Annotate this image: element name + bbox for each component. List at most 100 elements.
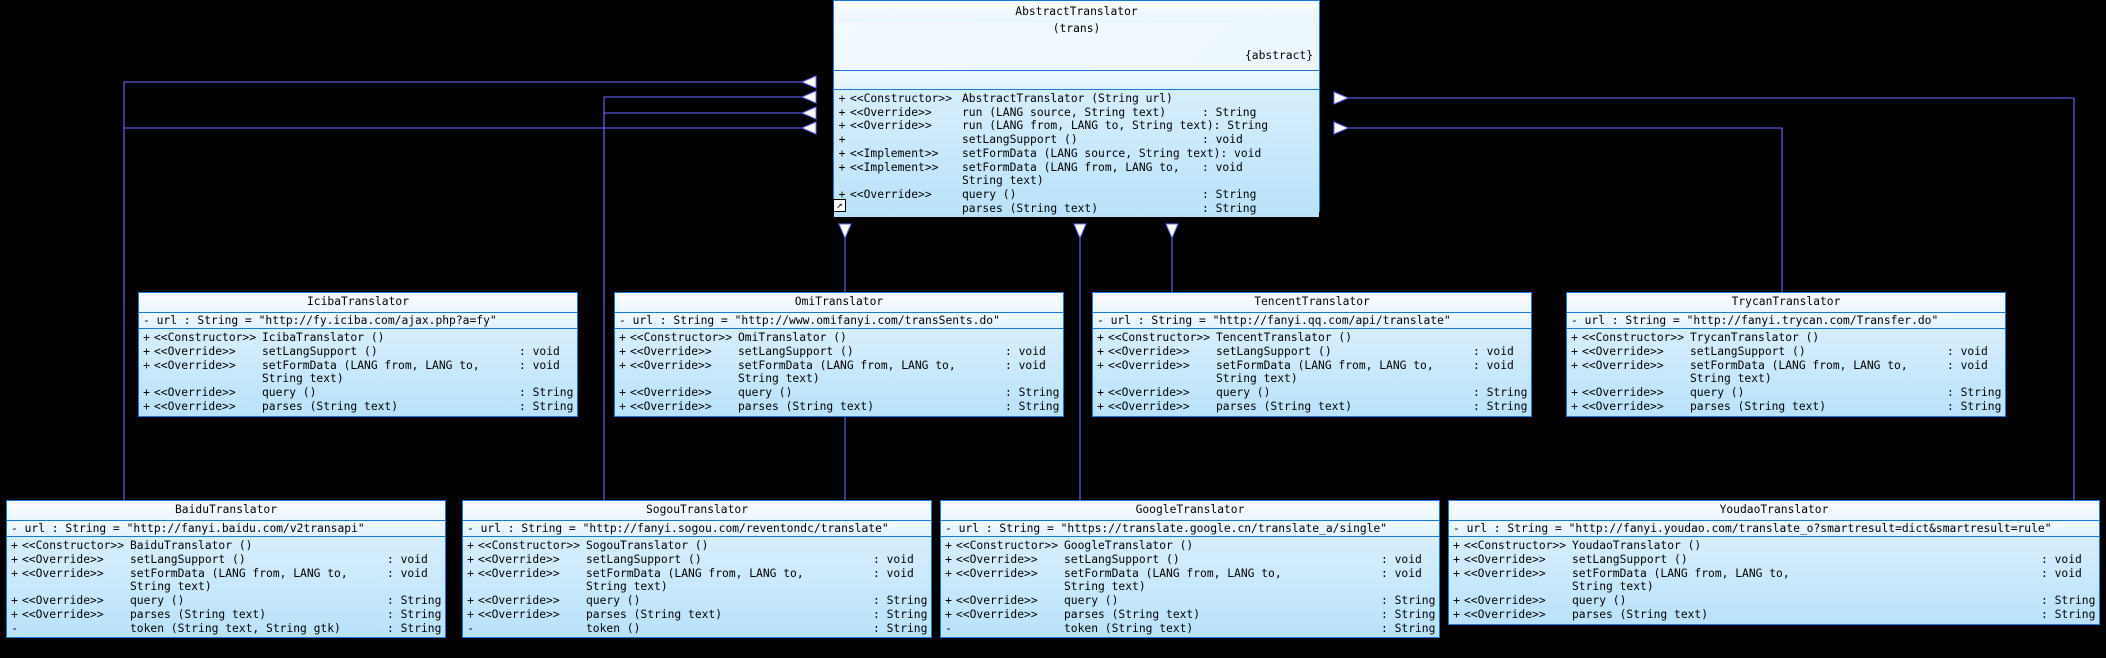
operation-row: +<<Override>>setFormData (LANG from, LAN… — [1093, 359, 1531, 373]
stereotype-label: <<Override>> — [630, 399, 712, 413]
return-type: : String — [387, 594, 442, 608]
return-type: : String — [387, 621, 442, 635]
operation-signature: setFormData (LANG from, LANG to, — [586, 566, 804, 580]
operation-signature: query () — [262, 386, 317, 400]
operations-compartment-youdao: +<<Constructor>>YoudaoTranslator ()+<<Ov… — [1449, 537, 2099, 624]
return-type: : String — [873, 594, 928, 608]
class-box-tencent-translator[interactable]: TencentTranslator - url : String = "http… — [1092, 292, 1532, 417]
class-box-iciba-translator[interactable]: IcibaTranslator - url : String = "http:/… — [138, 292, 578, 417]
operation-signature: String text) — [1572, 580, 1654, 594]
attribute-url-omi: - url : String = "http://www.omifanyi.co… — [619, 313, 1000, 327]
visibility-marker: + — [838, 187, 846, 201]
operation-signature: parses (String text) — [586, 607, 723, 621]
visibility-marker: + — [945, 566, 952, 580]
return-type: : String — [519, 386, 574, 400]
return-type: : void — [1381, 566, 1422, 580]
stereotype-label: <<Override>> — [1464, 566, 1546, 580]
stereotype-label: <<Constructor>> — [1108, 331, 1211, 345]
operation-signature: AbstractTranslator (String url) — [962, 92, 1173, 106]
operation-signature: setLangSupport () — [586, 553, 702, 567]
visibility-marker: + — [143, 386, 150, 400]
operation-row: String text) — [1093, 372, 1531, 386]
operations-compartment-tencent: +<<Constructor>>TencentTranslator ()+<<O… — [1093, 329, 1531, 416]
visibility-marker: + — [619, 331, 626, 345]
visibility-marker: + — [1571, 331, 1578, 345]
return-type: : void — [1005, 345, 1046, 359]
stereotype-label: <<Override>> — [1108, 345, 1190, 359]
visibility-marker: + — [143, 358, 150, 372]
divider — [1449, 536, 2099, 538]
class-box-youdao-translator[interactable]: YoudaoTranslator - url : String = "http:… — [1448, 500, 2100, 625]
attribute-url-trycan: - url : String = "http://fanyi.trycan.co… — [1571, 313, 1939, 327]
operation-signature: setLangSupport () — [262, 345, 378, 359]
stereotype-label: <<Implement>> — [850, 160, 939, 174]
operation-row: String text) — [7, 580, 445, 594]
operation-row: +<<Constructor>>BaiduTranslator () — [7, 539, 445, 553]
edge-omi-to-abstract — [603, 97, 816, 306]
visibility-marker: + — [838, 105, 846, 119]
divider — [941, 536, 1439, 538]
operation-row: +<<Override>>parses (String text): Strin… — [463, 608, 931, 622]
divider — [1093, 311, 1531, 313]
return-type: : String — [1381, 607, 1436, 621]
stereotype-label: <<Override>> — [850, 105, 932, 119]
operation-signature: IcibaTranslator () — [262, 331, 385, 345]
operation-row: +setLangSupport (): void — [834, 133, 1319, 147]
stereotype-label: <<Override>> — [630, 386, 712, 400]
return-type: : void — [387, 553, 428, 567]
return-type: : void — [1947, 345, 1988, 359]
operation-signature: setLangSupport () — [1216, 345, 1332, 359]
class-name-youdao-translator: YoudaoTranslator — [1449, 501, 2099, 520]
return-type: : String — [519, 399, 574, 413]
visibility-marker: + — [1097, 386, 1104, 400]
operation-signature: setFormData (LANG from, LANG to, — [1690, 358, 1908, 372]
stereotype-label: <<Override>> — [1464, 607, 1546, 621]
stereotype-label: <<Constructor>> — [22, 539, 125, 553]
operation-signature: setFormData (LANG from, LANG to, — [130, 566, 348, 580]
return-type: : void — [1005, 358, 1046, 372]
class-modifier-abstract: {abstract} — [1244, 49, 1313, 63]
return-type: : void — [1473, 358, 1514, 372]
visibility-marker: + — [838, 160, 846, 174]
return-type: : String — [2041, 607, 2096, 621]
visibility-marker: - — [467, 621, 474, 635]
operation-row: +<<Override>>parses (String text): Strin… — [1567, 400, 2005, 414]
stereotype-label: <<Override>> — [850, 187, 932, 201]
operation-signature: String text) — [130, 580, 212, 594]
return-type: : String — [2041, 594, 2096, 608]
operation-signature: run (LANG source, String text) — [962, 105, 1167, 119]
visibility-marker: + — [143, 345, 150, 359]
class-box-trycan-translator[interactable]: TrycanTranslator - url : String = "http:… — [1566, 292, 2006, 417]
class-box-abstract-translator[interactable]: AbstractTranslator (trans) {abstract} +<… — [833, 0, 1320, 218]
operations-compartment-sogou: +<<Constructor>>SogouTranslator ()+<<Ove… — [463, 537, 931, 638]
stereotype-label: <<Override>> — [478, 566, 560, 580]
operation-row: +<<Override>>setFormData (LANG from, LAN… — [139, 359, 577, 373]
expand-handle-icon[interactable]: ↗ — [833, 199, 846, 212]
operation-row: +<<Override>>query (): String — [7, 594, 445, 608]
class-box-omi-translator[interactable]: OmiTranslator - url : String = "http://w… — [614, 292, 1064, 417]
operation-row: +<<Override>>run (LANG from, LANG to, St… — [834, 119, 1319, 133]
class-box-google-translator[interactable]: GoogleTranslator - url : String = "https… — [940, 500, 1440, 639]
class-package-abstract-translator: (trans) — [1052, 21, 1101, 35]
stereotype-label: <<Override>> — [1582, 345, 1664, 359]
class-box-sogou-translator[interactable]: SogouTranslator - url : String = "http:/… — [462, 500, 932, 639]
operation-signature: String text) — [1216, 372, 1298, 386]
operation-signature: query () — [1572, 594, 1627, 608]
operation-row: String text) — [1449, 580, 2099, 594]
stereotype-label: <<Implement>> — [850, 146, 939, 160]
operation-row: +<<Override>>query (): String — [615, 386, 1063, 400]
visibility-marker: + — [838, 146, 846, 160]
operations-compartment-baidu: +<<Constructor>>BaiduTranslator () +<<Ove… — [7, 537, 445, 638]
stereotype-label: <<Override>> — [956, 594, 1038, 608]
operation-signature: String text) — [738, 372, 820, 386]
class-name-baidu-translator: BaiduTranslator — [7, 501, 445, 520]
operation-signature: run (LANG from, LANG to, String text) — [962, 119, 1214, 133]
operations-compartment-google: +<<Constructor>>GoogleTranslator ()+<<Ov… — [941, 537, 1439, 638]
class-box-baidu-translator[interactable]: BaiduTranslator - url : String = "http:/… — [6, 500, 446, 639]
visibility-marker: + — [1453, 566, 1460, 580]
divider — [463, 536, 931, 538]
operation-row: +<<Implement>>setFormData (LANG source, … — [834, 147, 1319, 161]
stereotype-label: <<Override>> — [1108, 386, 1190, 400]
stereotype-label: <<Override>> — [1108, 358, 1190, 372]
